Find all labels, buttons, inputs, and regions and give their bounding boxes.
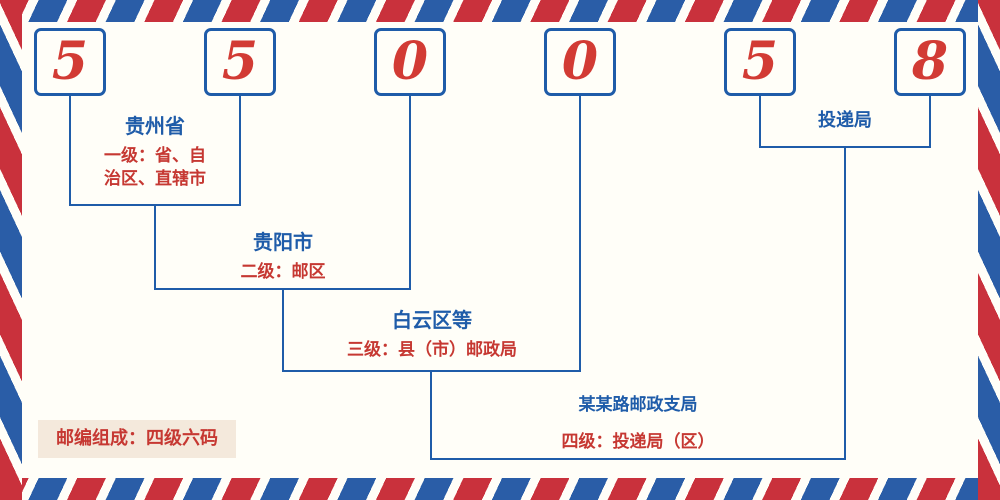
digit-box-2: 5 [204, 28, 276, 96]
branch-right-line [844, 146, 846, 460]
digit-2: 5 [221, 31, 259, 92]
province-left-line [69, 96, 71, 206]
label-district: 白云区等 三级：县（市）邮政局 [312, 304, 552, 362]
digit-4: 0 [561, 31, 599, 92]
digit-box-6: 8 [894, 28, 966, 96]
province-title: 贵州省 [125, 114, 185, 138]
delivery-left-line [759, 96, 761, 148]
district-right-line [579, 96, 581, 372]
district-title: 白云区等 [392, 308, 472, 332]
city-right-line [409, 96, 411, 290]
digit-box-3: 0 [374, 28, 446, 96]
province-right-line [239, 96, 241, 206]
label-branch: 某某路邮政支局 四级：投递局（区） [498, 390, 778, 454]
district-left-line [282, 288, 284, 372]
label-city: 贵阳市 二级：邮区 [183, 226, 383, 284]
province-desc: 一级：省、自 治区、直辖市 [80, 145, 230, 191]
digit-5: 5 [741, 31, 779, 92]
delivery-title: 投递局 [818, 110, 872, 131]
digit-1: 5 [51, 31, 89, 92]
digit-box-1: 5 [34, 28, 106, 96]
branch-bottom-line [430, 458, 846, 460]
delivery-right-line [929, 96, 931, 148]
airmail-border-left [0, 0, 22, 500]
digit-3: 0 [391, 31, 429, 92]
digit-box-4: 0 [544, 28, 616, 96]
city-desc: 二级：邮区 [240, 262, 326, 282]
province-desc-line-1: 一级：省、自 [104, 146, 206, 166]
delivery-bottom-line [759, 146, 931, 148]
airmail-border-right [978, 0, 1000, 500]
airmail-border-bottom [0, 478, 1000, 500]
city-title: 贵阳市 [253, 230, 313, 254]
footer-note: 邮编组成：四级六码 [38, 420, 236, 458]
branch-title: 某某路邮政支局 [578, 395, 698, 415]
branch-desc: 四级：投递局（区） [561, 432, 715, 452]
district-desc: 三级：县（市）邮政局 [347, 340, 517, 360]
province-desc-line-2: 治区、直辖市 [104, 168, 206, 189]
city-left-line [154, 204, 156, 290]
branch-left-line [430, 370, 432, 460]
label-province: 贵州省 一级：省、自 治区、直辖市 [80, 110, 230, 191]
airmail-border-top [0, 0, 1000, 22]
label-delivery: 投递局 [779, 106, 911, 132]
digit-6: 8 [911, 31, 949, 92]
digit-box-5: 5 [724, 28, 796, 96]
